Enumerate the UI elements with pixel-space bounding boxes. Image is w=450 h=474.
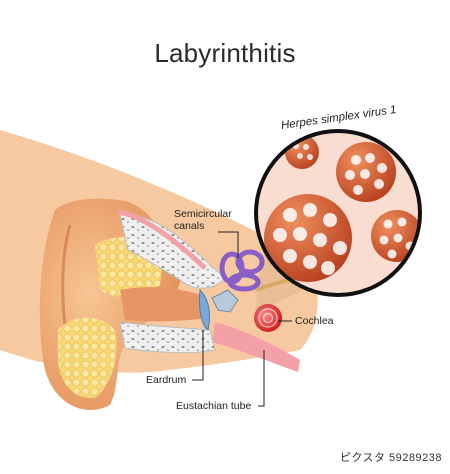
virus-field [264,135,418,282]
ear-canal [120,287,205,322]
virus-particle-2 [336,142,396,202]
eardrum-label: Eardrum [146,374,187,386]
leader-semicircular [218,231,239,258]
temporal-bone-upper [119,214,226,289]
stock-id: ピクスタ 59289238 [339,452,442,464]
cochlea-shape [254,304,282,332]
eardrum-shape [199,288,211,331]
leader-lines [192,231,292,407]
eustachian-tube-label: Eustachian tube [176,400,252,412]
canal-lining-upper [117,209,207,270]
ossicles [211,289,239,313]
virus-particle-3 [264,194,352,282]
page-title: Labyrinthitis [154,38,296,68]
leader-eustachian [258,350,265,407]
semicircular-canals-label-line1: Semicircular [174,208,232,220]
semicircular-canals-label-line2: canals [174,220,205,232]
cochlea-label: Cochlea [295,315,334,327]
leader-eardrum [192,330,204,381]
fat-tissue-lower [58,317,117,399]
semicircular-canals-label: Semicircular canals [174,208,232,232]
eustachian-tube [212,322,300,372]
semicircular-canals-shape [219,249,265,292]
temporal-bone-lower [119,321,216,354]
